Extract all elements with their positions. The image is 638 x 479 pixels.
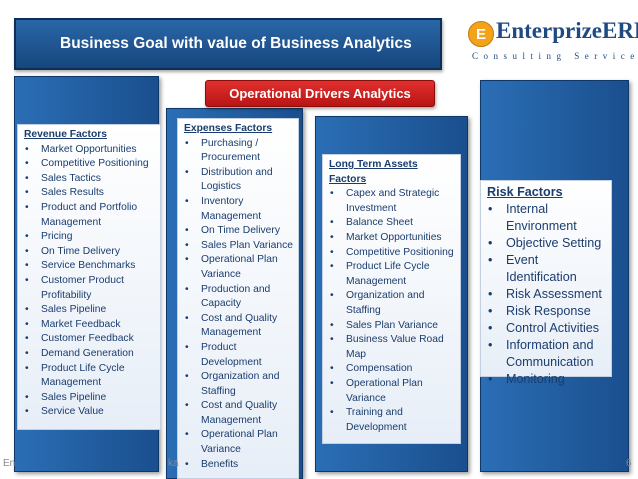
list-item: Sales Tactics [24,172,156,187]
list-item: Sales Pipeline [24,303,156,318]
list-item: Sales Plan Variance [329,319,456,334]
list-item: Competitive Positioning [24,157,156,172]
revenue-factors-list: Market OpportunitiesCompetitive Position… [24,143,156,420]
list-item: Cost and Quality Management [184,312,294,341]
page-title: Business Goal with value of Business Ana… [60,35,412,52]
list-item: Operational Plan Variance [184,253,294,282]
footer-left-text: En [3,458,16,469]
column-header: Long Term Assets Factors [329,159,418,185]
list-item: Distribution and Logistics [184,166,294,195]
expenses-factors-card: Expenses Factors Purchasing / Procuremen… [177,118,299,479]
list-item: Risk Assessment [487,286,605,303]
list-item: Product and Portfolio Management [24,201,156,230]
risk-factors-list: Internal EnvironmentObjective SettingEve… [487,201,605,388]
enterprizeerp-logo: E EnterprizeERP Consulting Services [466,18,638,70]
expenses-factors-list: Purchasing / ProcurementDistribution and… [184,137,294,473]
list-item: Control Activities [487,320,605,337]
list-item: Pricing [24,230,156,245]
long-term-assets-list: Capex and Strategic InvestmentBalance Sh… [329,187,456,435]
list-item: Objective Setting [487,235,605,252]
list-item: Organization and Staffing [184,370,294,399]
banner-label: Operational Drivers Analytics [229,86,411,101]
list-item: Monitoring [487,371,605,388]
operational-drivers-banner: Operational Drivers Analytics [205,80,435,107]
list-item: Organization and Staffing [329,289,456,318]
list-item: Business Value Road Map [329,333,456,362]
list-item: Product Life Cycle Management [329,260,456,289]
list-item: Inventory Management [184,195,294,224]
footer-page-number: 6 [626,458,632,469]
list-item: Capex and Strategic Investment [329,187,456,216]
list-item: Market Opportunities [329,231,456,246]
list-item: Sales Pipeline [24,391,156,406]
list-item: Training and Development [329,406,456,435]
list-item: Service Benchmarks [24,259,156,274]
list-item: Customer Product Profitability [24,274,156,303]
column-header: Risk Factors [487,185,563,199]
list-item: Balance Sheet [329,216,456,231]
list-item: Production and Capacity [184,283,294,312]
list-item: Product Life Cycle Management [24,362,156,391]
list-item: Event Identification [487,252,605,286]
list-item: Information and Communication [487,337,605,371]
list-item: Demand Generation [24,347,156,362]
list-item: Operational Plan Variance [329,377,456,406]
list-item: Benefits [184,458,294,473]
list-item: Internal Environment [487,201,605,235]
long-term-assets-card: Long Term Assets Factors Capex and Strat… [322,154,461,444]
list-item: Customer Feedback [24,332,156,347]
list-item: Compensation [329,362,456,377]
list-item: Sales Results [24,186,156,201]
risk-factors-card: Risk Factors Internal EnvironmentObjecti… [480,180,612,388]
logo-mark-icon: E [468,21,494,47]
column-header: Expenses Factors [184,123,273,134]
logo-name: EnterprizeERP [496,18,638,43]
revenue-factors-card: Revenue Factors Market OpportunitiesComp… [17,124,161,430]
list-item: On Time Delivery [24,245,156,260]
logo-tagline: Consulting Services [472,51,638,61]
list-item: Competitive Positioning [329,246,456,261]
list-item: Service Value [24,405,156,420]
list-item: Cost and Quality Management [184,399,294,428]
list-item: Risk Response [487,303,605,320]
list-item: On Time Delivery [184,224,294,239]
list-item: Market Opportunities [24,143,156,158]
list-item: Purchasing / Procurement [184,137,294,166]
title-bar: Business Goal with value of Business Ana… [14,18,442,70]
list-item: Operational Plan Variance [184,428,294,457]
column-header: Revenue Factors [24,129,107,140]
list-item: Product Development [184,341,294,370]
footer-middle-text: ka [168,458,179,469]
list-item: Market Feedback [24,318,156,333]
list-item: Sales Plan Variance [184,239,294,254]
